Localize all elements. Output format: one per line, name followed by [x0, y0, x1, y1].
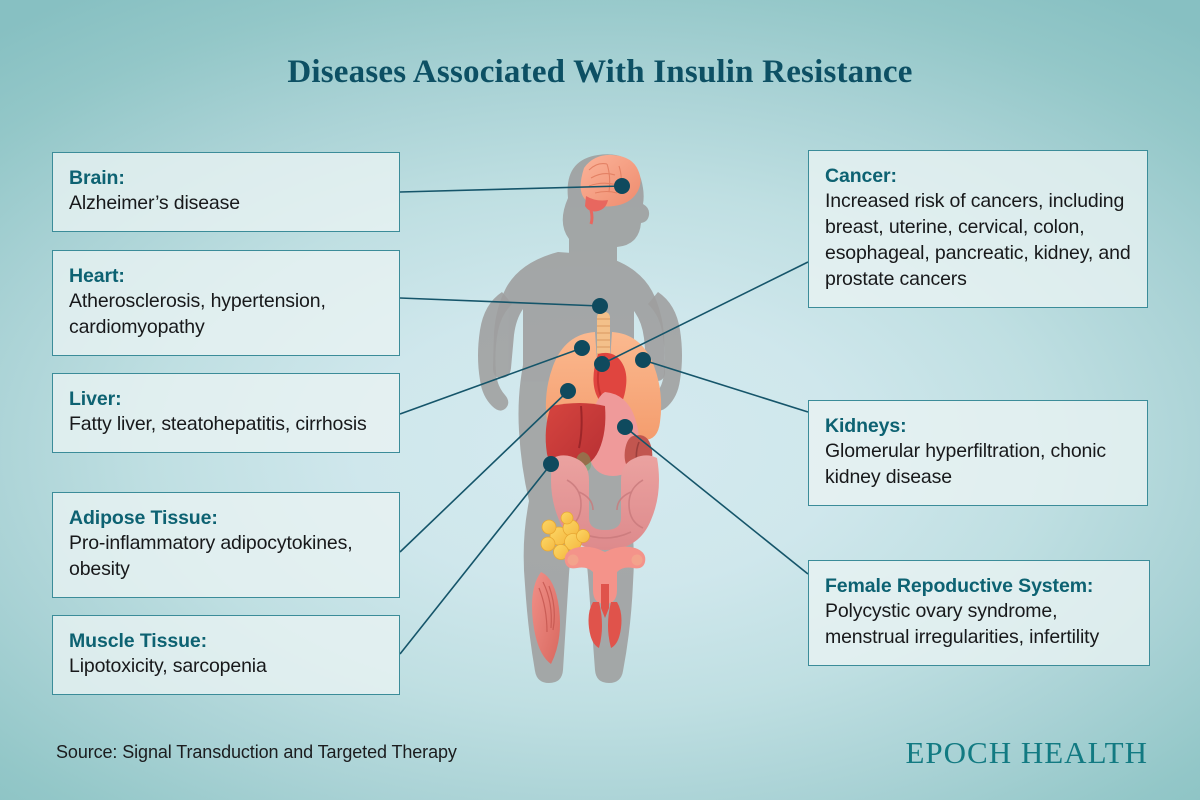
callout-brain-head: Brain:	[69, 167, 125, 189]
callout-kidneys: Kidneys: Glomerular hyperfiltration, cho…	[808, 400, 1148, 506]
callout-brain-body: Alzheimer’s disease	[69, 191, 240, 214]
callout-cancer-body: Increased risk of cancers, including bre…	[825, 189, 1131, 290]
callout-heart-body: Atherosclerosis, hypertension, cardiomyo…	[69, 289, 326, 338]
page-title: Diseases Associated With Insulin Resista…	[287, 54, 913, 90]
callout-adipose-tissue: Adipose Tissue: Pro-inflammatory adipocy…	[52, 492, 400, 598]
callout-kidneys-body: Glomerular hyperfiltration, chonic kidne…	[825, 439, 1107, 488]
callout-kidneys-head: Kidneys:	[825, 415, 907, 437]
callout-female-body: Polycystic ovary syndrome, menstrual irr…	[825, 599, 1100, 648]
callout-cancer-head: Cancer:	[825, 165, 897, 187]
callout-female-reproductive-system: Female Repoductive System: Polycystic ov…	[808, 560, 1150, 666]
callout-cancer: Cancer: Increased risk of cancers, inclu…	[808, 150, 1148, 308]
callout-liver-body: Fatty liver, steatohepatitis, cirrhosis	[69, 412, 367, 435]
callout-muscle-head: Muscle Tissue:	[69, 630, 208, 652]
callout-adipose-head: Adipose Tissue:	[69, 507, 218, 529]
callout-female-head: Female Repoductive System:	[825, 575, 1094, 597]
callout-brain: Brain: Alzheimer’s disease	[52, 152, 400, 232]
callout-heart-head: Heart:	[69, 265, 125, 287]
callout-liver: Liver: Fatty liver, steatohepatitis, cir…	[52, 373, 400, 453]
callout-muscle-tissue: Muscle Tissue: Lipotoxicity, sarcopenia	[52, 615, 400, 695]
callout-liver-head: Liver:	[69, 388, 122, 410]
callout-muscle-body: Lipotoxicity, sarcopenia	[69, 654, 267, 677]
callout-adipose-body: Pro-inflammatory adipocytokines, obesity	[69, 531, 353, 580]
human-body-illustration	[478, 154, 682, 683]
callout-heart: Heart: Atherosclerosis, hypertension, ca…	[52, 250, 400, 356]
source-attribution: Source: Signal Transduction and Targeted…	[56, 742, 457, 762]
epoch-health-logo: EPOCH HEALTH	[905, 735, 1148, 770]
